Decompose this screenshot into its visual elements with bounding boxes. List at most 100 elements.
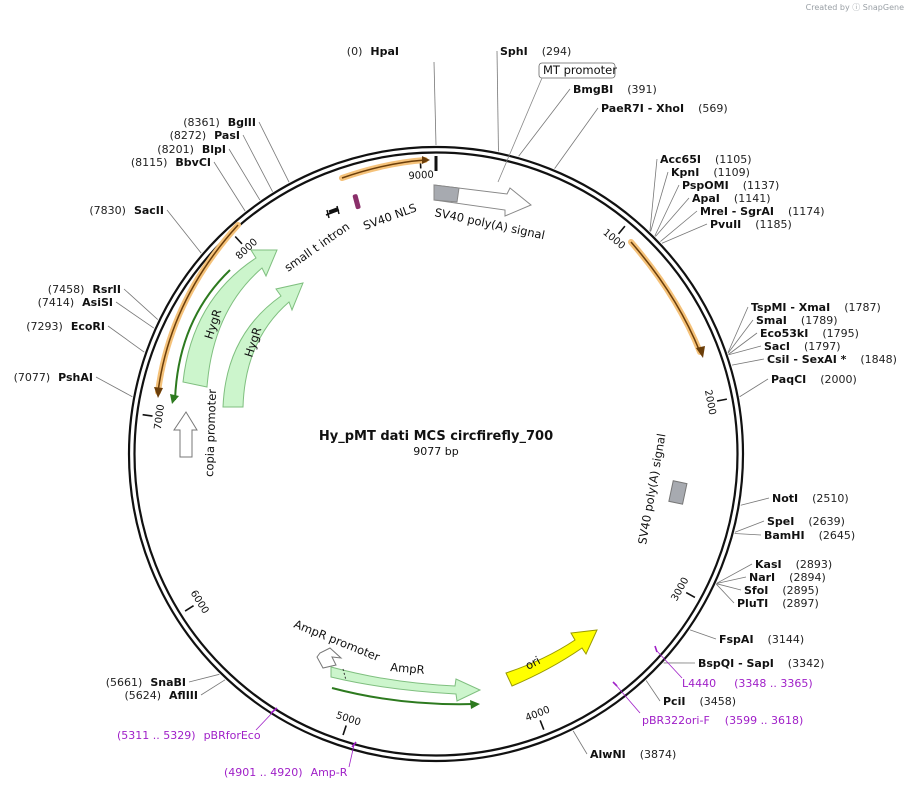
sv40-nls-label: SV40 NLS [361, 201, 418, 233]
site-leader-3 [554, 107, 599, 169]
site-leader-2 [518, 88, 571, 157]
ampr-arrow[interactable] [330, 666, 482, 709]
site-leader-37 [258, 121, 290, 183]
site-leader-15 [739, 378, 769, 398]
ampr-promoter-feature[interactable] [316, 647, 343, 669]
site-label-nari: NarI(2894) [749, 571, 826, 584]
site-leader-5 [650, 171, 669, 232]
ori-label: ori [523, 653, 543, 672]
hygr-arrow-outer[interactable] [170, 249, 278, 404]
site-label-mrei-sgrai: MreI - SgrAI(1174) [700, 205, 825, 218]
tick-7000 [142, 413, 153, 417]
tick-4000 [539, 720, 545, 730]
tick-8000 [234, 235, 243, 245]
site-label-pshai: (7077)PshAI [14, 371, 93, 384]
site-label-afliii: (5624)AflIII [124, 689, 198, 702]
site-label-alwni: AlwNI(3874) [590, 748, 676, 761]
site-label-smai: SmaI(1789) [756, 314, 837, 327]
tick-label-6000: 6000 [188, 589, 211, 616]
mt-promoter-leader [497, 77, 543, 183]
tick-label-2000: 2000 [702, 389, 718, 416]
site-label-bbvci: (8115)BbvCI [131, 156, 211, 169]
site-leader-4 [649, 158, 658, 232]
site-leader-34 [213, 161, 246, 212]
orf-arrow-left[interactable] [154, 222, 241, 398]
primer-leaders [255, 649, 683, 768]
tick-label-7000: 7000 [153, 404, 167, 431]
site-label-pluti: PluTI(2897) [737, 597, 819, 610]
site-label-asisi: (7414)AsiSI [38, 296, 113, 309]
site-leader-7 [655, 197, 690, 237]
site-label-paqci: PaqCI(2000) [771, 373, 857, 386]
copia-promoter-label: copia promoter [202, 388, 219, 477]
site-label-csii-sexai-: CsiI - SexAI *(1848) [767, 353, 897, 366]
site-leader-23 [689, 629, 717, 640]
site-leader-29 [95, 376, 133, 398]
site-label-sphi: SphI(294) [500, 45, 571, 58]
site-label-pasi: (8272)PasI [170, 129, 240, 142]
sv40-nls-feature[interactable] [352, 194, 361, 210]
primer-label-pbrforeco: (5311 .. 5329)pBRforEco [117, 729, 261, 742]
site-label-pcii: PciI(3458) [663, 695, 736, 708]
site-label-bglii: (8361)BglII [183, 116, 256, 129]
primer-label-pbr322ori-f: pBR322ori-F(3599 .. 3618) [642, 714, 803, 727]
site-label-rsrii: (7458)RsrII [48, 283, 121, 296]
sv40-polya-right-feature[interactable] [668, 480, 688, 505]
site-leader-17 [734, 520, 765, 533]
site-leader-22 [715, 583, 735, 604]
site-leader-6 [654, 184, 680, 237]
site-leader-19 [716, 563, 753, 584]
site-label-kasi: KasI(2893) [755, 558, 832, 571]
site-leader-16 [740, 497, 770, 506]
mt-promoter-label: MT promoter [538, 62, 617, 79]
tick-label-9000: 9000 [408, 170, 434, 182]
backbone-inner [133, 151, 739, 757]
site-label-paer7i-xhoi: PaeR7I - XhoI(569) [601, 102, 728, 115]
site-label-sacii: (7830)SacII [89, 204, 164, 217]
site-label-pspomi: PspOMI(1137) [682, 179, 779, 192]
tick-2000 [716, 398, 728, 402]
site-leader-25 [645, 680, 661, 702]
tick-label-1000: 1000 [600, 227, 627, 252]
tick-label-4000: 4000 [524, 705, 552, 725]
site-leader-20 [716, 576, 747, 584]
site-label-apai: ApaI(1141) [692, 192, 770, 205]
site-label-spei: SpeI(2639) [767, 515, 845, 528]
snapgene-credit: Created by ⓘ SnapGene [805, 3, 904, 12]
orf-arrow-right[interactable] [628, 239, 705, 358]
site-leader-30 [107, 325, 145, 353]
site-labels: (0)HpaI SphI(294) BmgBI(391) PaeR7I - XhoI(… [14, 45, 897, 761]
site-leader-12 [728, 332, 758, 355]
site-leader-8 [660, 210, 698, 242]
site-leader-35 [228, 148, 261, 201]
site-label-fspai: FspAI(3144) [719, 633, 804, 646]
site-leader-9 [661, 223, 708, 244]
sv40-polya-right-label: SV40 poly(A) signal [635, 432, 668, 545]
tick-5000 [342, 725, 347, 736]
hygr-arrow-inner[interactable] [222, 282, 304, 408]
site-leader-28 [200, 679, 226, 696]
site-label-snabi: (5661)SnaBI [106, 676, 186, 689]
site-label-eco53ki: Eco53kI(1795) [760, 327, 859, 340]
site-label-sfoi: SfoI(2895) [744, 584, 819, 597]
tick-label-3000: 3000 [670, 576, 692, 604]
sv40-polya-top-feature[interactable] [433, 184, 532, 217]
site-label-hpai: (0)HpaI [347, 45, 399, 58]
site-leader-11 [727, 319, 754, 354]
hygr-inner-label: HygR [242, 325, 265, 359]
site-leader-32 [123, 288, 159, 320]
orf-arrow-top[interactable] [339, 156, 430, 181]
copia-promoter-feature[interactable] [173, 411, 198, 458]
plasmid-name: Hy_pMT dati MCS circfirefly_700 [319, 429, 553, 444]
small-t-intron-feature[interactable] [325, 205, 340, 219]
ori-arrow[interactable] [505, 629, 598, 687]
tick-6000 [184, 605, 194, 612]
site-leader-lines [95, 50, 770, 755]
small-t-intron-label: small t intron [282, 219, 352, 274]
site-label-acc65i: Acc65I(1105) [660, 153, 752, 166]
site-leader-13 [728, 345, 762, 356]
site-label-bmgbi: BmgBI(391) [573, 83, 657, 96]
backbone-outer [127, 145, 745, 763]
site-leader-14 [731, 358, 765, 366]
